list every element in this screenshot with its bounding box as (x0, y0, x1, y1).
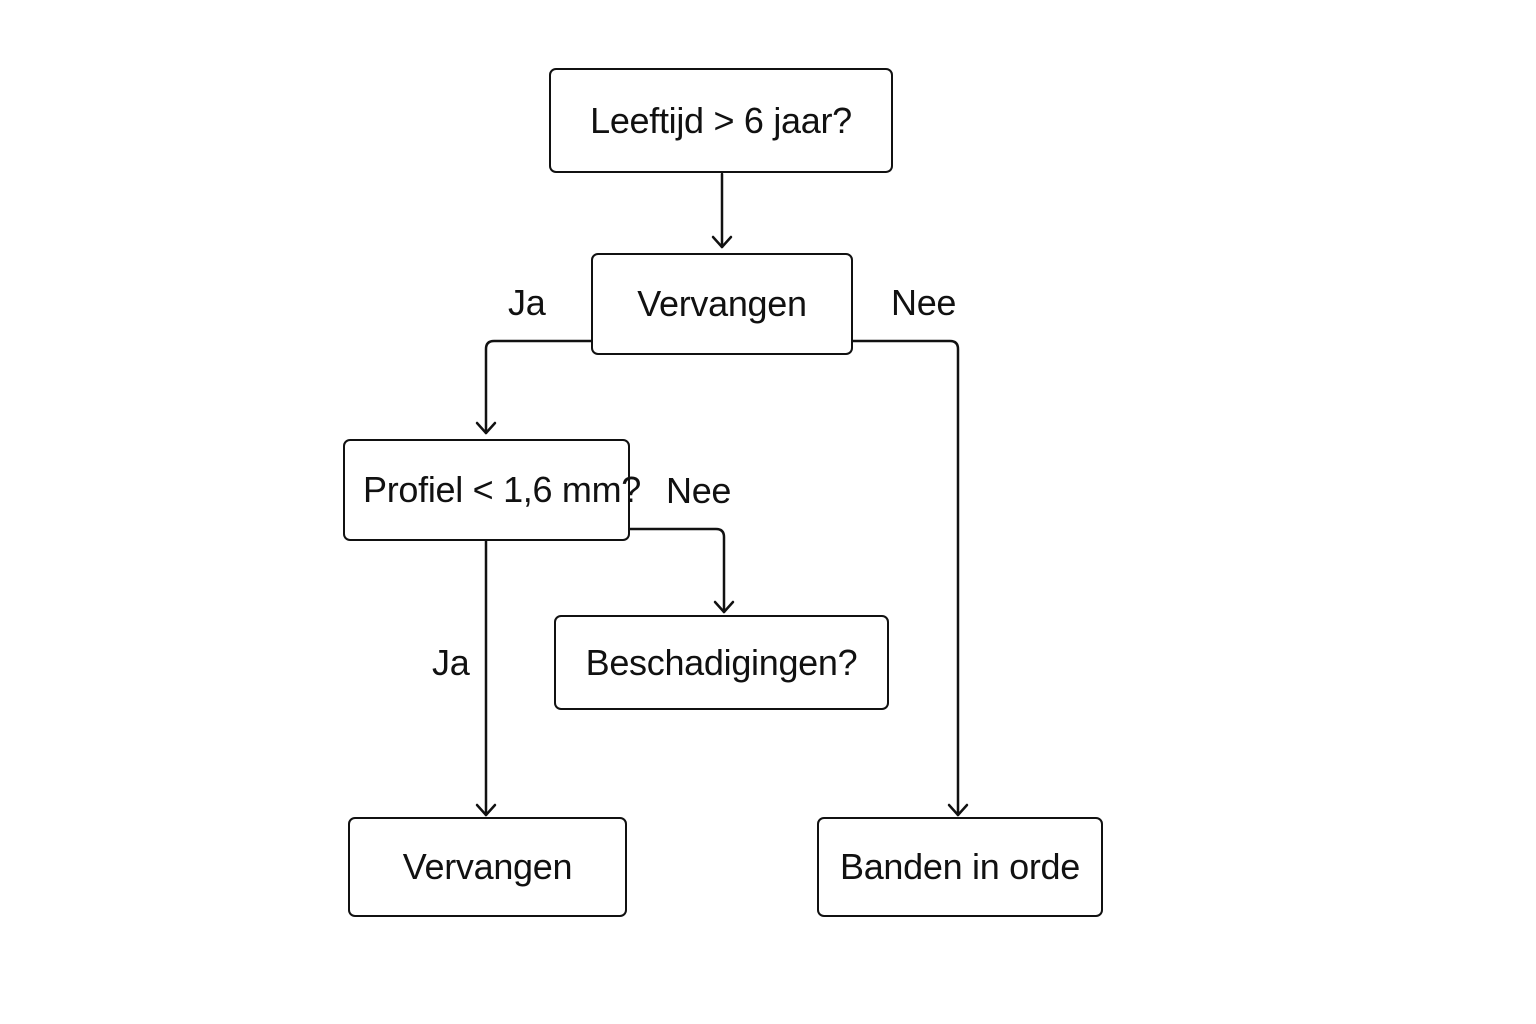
decision-node-age: Leeftijd > 6 jaar? (549, 68, 893, 173)
decision-node-damage: Beschadigingen? (554, 615, 889, 710)
edge-label-no-right: Nee (891, 282, 957, 323)
arrowhead-age-to-replace (711, 235, 733, 249)
edge-label-yes-tread: Ja (432, 642, 470, 683)
result-node-tires-ok: Banden in orde (817, 817, 1103, 917)
arrowhead-no-to-damage (713, 600, 735, 614)
action-node-replace-top-label: Vervangen (637, 283, 807, 324)
decision-node-tread: Profiel < 1,6 mm? (343, 439, 641, 541)
arrowhead-yes-to-tread (475, 421, 497, 435)
result-node-tires-ok-label: Banden in orde (840, 846, 1080, 887)
action-node-replace-bottom-label: Vervangen (402, 846, 573, 887)
edge-label-no-tread: Nee (666, 470, 732, 511)
edge-label-yes-left: Ja (508, 282, 546, 323)
connector-no-to-damage (628, 527, 726, 614)
connector-yes-to-tread (484, 339, 593, 435)
decision-node-tread-label: Profiel < 1,6 mm? (363, 469, 642, 510)
connector-no-to-ok (851, 339, 960, 817)
arrowhead-yes-to-replace (475, 803, 497, 817)
decision-node-damage-label: Beschadigingen? (585, 641, 858, 683)
arrowhead-no-to-ok (947, 803, 969, 817)
decision-node-age-label: Leeftijd > 6 jaar? (590, 99, 852, 141)
action-node-replace-top: Vervangen (591, 253, 853, 355)
action-node-replace-bottom: Vervangen (348, 817, 627, 917)
